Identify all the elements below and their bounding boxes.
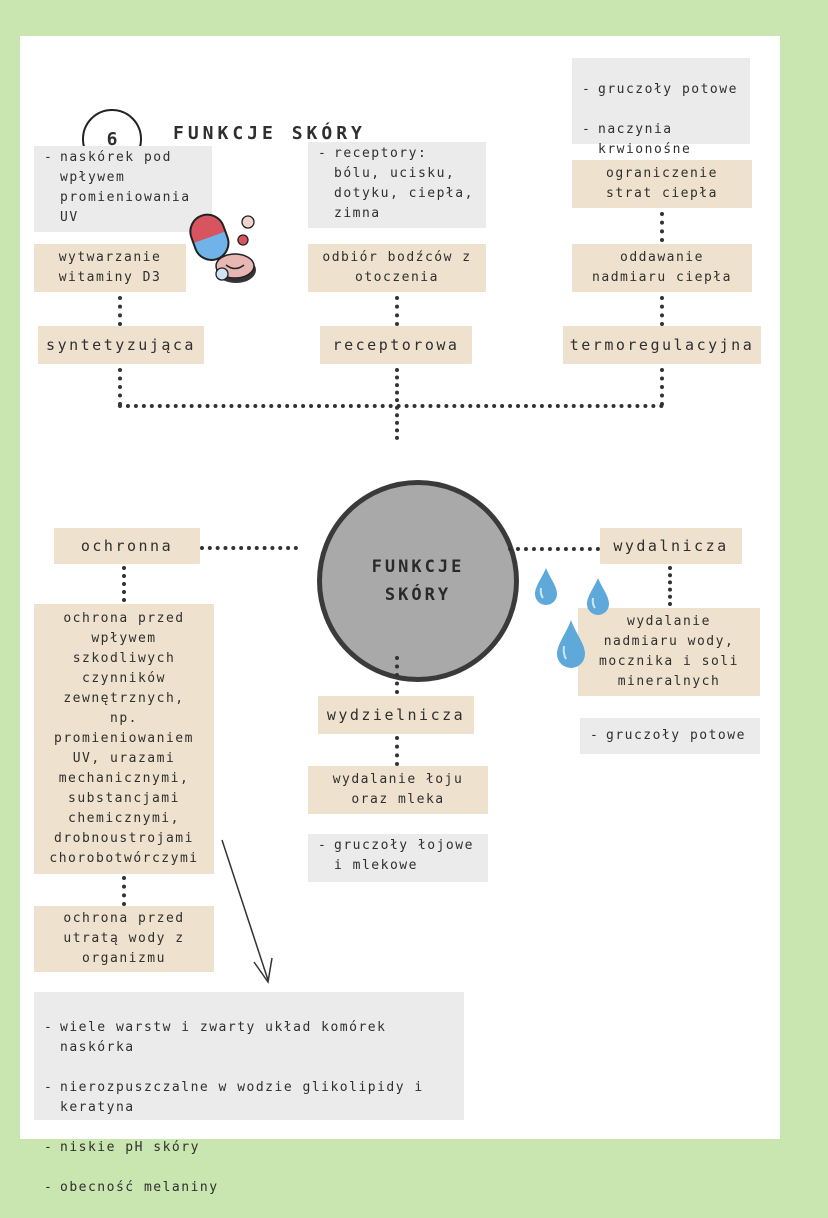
receptorowa-desc: odbiór bodźców z otoczenia	[308, 244, 486, 292]
receptorowa-label: receptorowa	[320, 326, 472, 364]
termoregulacyjna-notes: gruczoły potowe naczynia krwionośne skór…	[572, 58, 750, 177]
page-title: FUNKCJE SKÓRY	[173, 123, 366, 144]
page: 6 FUNKCJE SKÓRY naskórek pod wpływem pro…	[20, 36, 780, 1198]
ochronna-notes: wiele warstw i zwarty układ komórek nask…	[34, 992, 464, 1198]
ochronna-desc-1: ochrona przed wpływem szkodliwych czynni…	[34, 604, 214, 874]
connector	[395, 736, 403, 766]
connector	[200, 546, 298, 554]
wydzielnicza-desc: wydalanie łoju oraz mleka	[308, 766, 488, 814]
termoregulacyjna-desc-2: ograniczenie strat ciepła	[572, 160, 752, 208]
connector	[395, 296, 403, 326]
connector	[395, 368, 403, 440]
wydzielnicza-note: gruczoły łojowe i mlekowe	[308, 834, 488, 882]
wydalnicza-label: wydalnicza	[600, 528, 742, 564]
connector	[508, 547, 600, 555]
connector	[118, 404, 664, 412]
wydzielnicza-label: wydzielnicza	[318, 696, 474, 734]
wydalnicza-note: gruczoły potowe	[580, 718, 760, 754]
connector	[122, 566, 130, 602]
syntetyzujaca-label: syntetyzująca	[38, 326, 204, 364]
connector	[660, 212, 668, 242]
connector	[660, 296, 668, 326]
connector	[118, 368, 126, 406]
termoregulacyjna-desc-1: oddawanie nadmiaru ciepła	[572, 244, 752, 292]
receptorowa-note: receptory: bólu, ucisku, dotyku, ciepła,…	[308, 142, 486, 228]
connector	[122, 876, 130, 906]
connector	[395, 656, 403, 694]
arrow-icon	[221, 839, 273, 984]
water-drop-icon	[535, 568, 609, 668]
syntetyzujaca-note: naskórek pod wpływem promieniowania UV	[34, 146, 212, 232]
termoregulacyjna-label: termoregulacyjna	[563, 326, 761, 364]
wydalnicza-desc: wydalanie nadmiaru wody, mocznika i soli…	[578, 608, 760, 696]
center-node: FUNKCJE SKÓRY	[317, 480, 519, 682]
connector	[668, 566, 676, 606]
connector	[660, 368, 668, 406]
pill-icon	[189, 213, 256, 283]
connector	[118, 296, 126, 326]
ochronna-desc-2: ochrona przed utratą wody z organizmu	[34, 906, 214, 972]
ochronna-label: ochronna	[54, 528, 200, 564]
syntetyzujaca-desc: wytwarzanie witaminy D3	[34, 244, 186, 292]
